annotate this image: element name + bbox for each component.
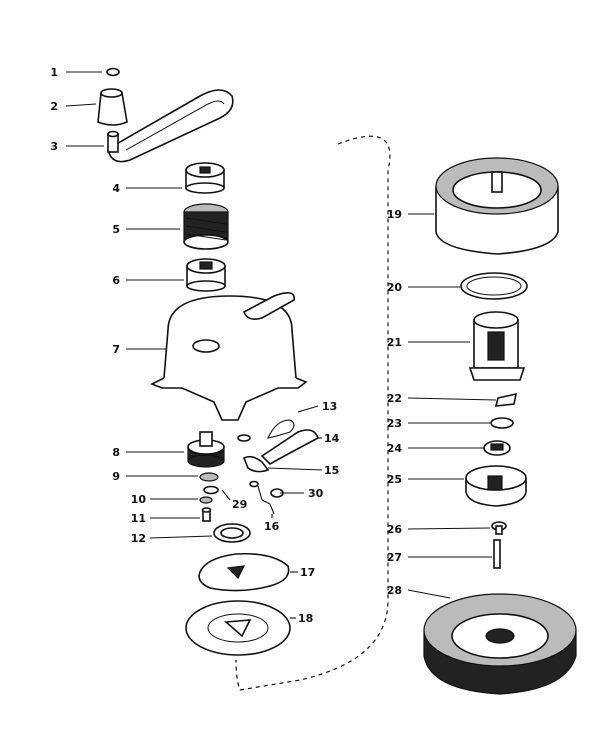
callout-6: 6: [112, 274, 120, 287]
part-17-cam-plate: [198, 552, 290, 592]
callout-10: 10: [131, 493, 147, 506]
callout-5: 5: [112, 223, 120, 236]
callout-2: 2: [50, 100, 58, 113]
callout-7: 7: [112, 343, 120, 356]
part-4-hub: [185, 162, 225, 194]
callout-19: 19: [387, 208, 402, 221]
part-16-spring: [257, 485, 275, 515]
part-25-drive-hub: [465, 465, 527, 507]
part-15-pawl: [242, 455, 270, 473]
part-13-loop: [237, 434, 251, 442]
part-9-washer: [199, 472, 219, 482]
callout-20: 20: [387, 281, 403, 294]
part-5-spring: [183, 203, 229, 250]
part-29-ring: [203, 485, 219, 495]
part-27-shaft: [493, 539, 501, 569]
callout-21: 21: [387, 336, 402, 349]
callout-24: 24: [387, 442, 403, 455]
part-2-knob: [97, 88, 128, 126]
part-23-washer: [490, 417, 514, 429]
callout-16: 16: [264, 520, 280, 533]
callout-25: 25: [387, 473, 402, 486]
part-20-o-ring-inner: [466, 276, 522, 296]
part-26-screw: [491, 521, 507, 535]
part-16-loop: [249, 480, 259, 488]
part-8-gear: [187, 431, 225, 468]
part-20-o-ring: [460, 272, 528, 300]
callout-11: 11: [131, 512, 146, 525]
callout-28: 28: [387, 584, 402, 597]
part-3-crank-handle: [107, 89, 234, 163]
part-13-spring-clip: [267, 419, 295, 439]
callout-22: 22: [387, 392, 402, 405]
callout-15: 15: [324, 464, 339, 477]
callout-8: 8: [112, 446, 120, 459]
part-28-grinding-wheel: [423, 593, 577, 695]
callout-26: 26: [387, 523, 403, 536]
part-7-housing: [150, 292, 308, 421]
part-18-base-plate: [185, 600, 291, 656]
part-10-washer: [199, 496, 213, 504]
part-11-pin: [201, 507, 212, 522]
part-6-collar: [186, 258, 226, 292]
callout-29: 29: [232, 498, 247, 511]
part-1-ring: [106, 67, 120, 77]
part-19-ring-gear-housing: [435, 157, 559, 255]
callout-13: 13: [322, 400, 337, 413]
callout-labels: 1 2 3 4 5 6 7 8 9 10 11 12 13 14 15 16 1…: [50, 66, 402, 625]
part-17-cam-hole: [226, 565, 246, 580]
part-21-motor: [468, 311, 526, 381]
callout-18: 18: [298, 612, 313, 625]
callout-23: 23: [387, 417, 402, 430]
callout-3: 3: [50, 140, 58, 153]
callout-1: 1: [50, 66, 58, 79]
callout-17: 17: [300, 566, 315, 579]
part-14-lever: [260, 429, 319, 465]
part-22-key: [494, 392, 518, 407]
callout-12: 12: [131, 532, 146, 545]
callout-30: 30: [308, 487, 324, 500]
callout-4: 4: [112, 182, 120, 195]
callout-9: 9: [112, 470, 120, 483]
callout-14: 14: [324, 432, 340, 445]
part-24-clutch: [483, 440, 511, 456]
leader-lines: [65, 71, 497, 619]
part-12-ring: [213, 523, 251, 543]
assembly-connector-dashed: [235, 135, 391, 691]
callout-27: 27: [387, 551, 402, 564]
